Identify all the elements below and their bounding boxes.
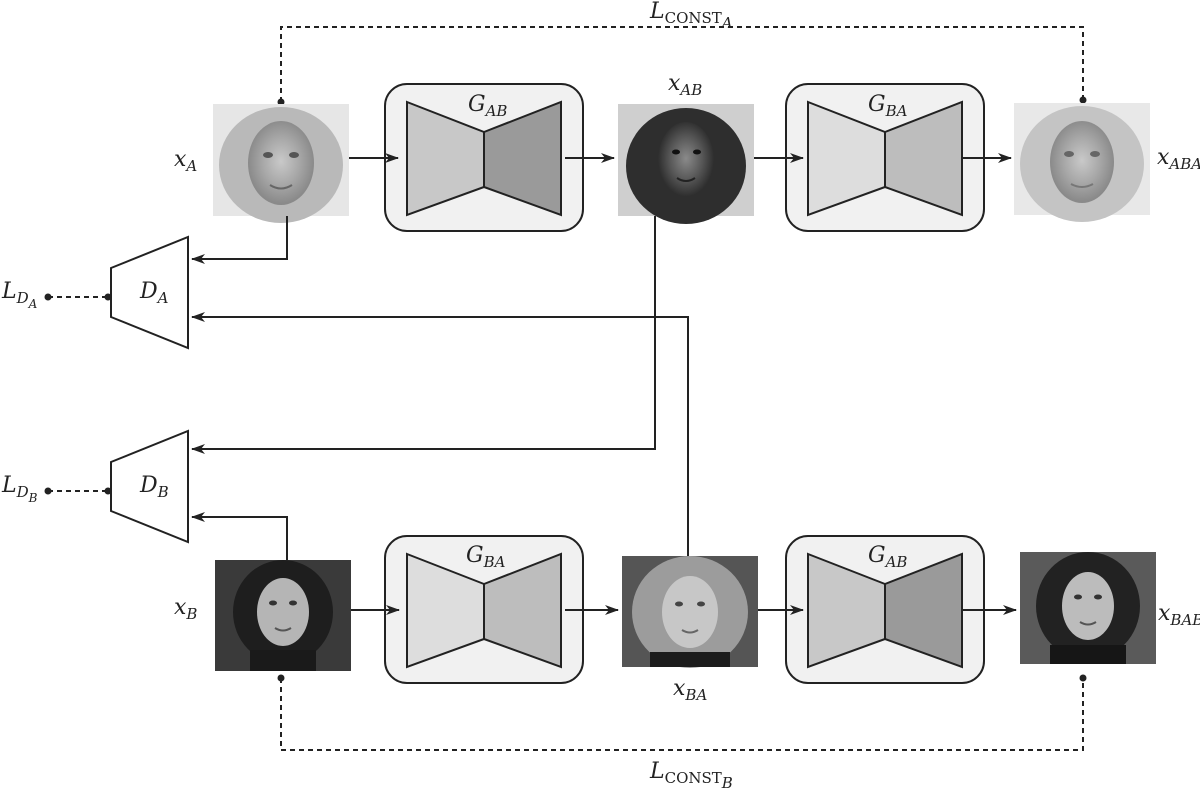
loss-const-a-main: L	[649, 0, 665, 24]
loss-const-b-sub: CONST	[665, 769, 722, 787]
const-b-endpoint-right	[1079, 674, 1087, 682]
generator-ab-bottom: GAB	[785, 535, 985, 684]
discriminator-b: DB	[110, 429, 189, 544]
generator-ba-bottom: GBA	[384, 535, 584, 684]
label-x-ab: xAB	[668, 71, 702, 99]
arrow-xa-to-da	[191, 216, 288, 264]
loss-const-a-label: LCONSTA	[649, 0, 733, 32]
discriminator-a: DA	[110, 235, 189, 350]
const-a-endpoint-right	[1079, 96, 1087, 104]
generator-ba-top-label: GBA	[868, 92, 908, 120]
generator-ba-top: GBA	[785, 83, 985, 232]
arrow-xb-to-db	[191, 512, 288, 560]
label-x-bab: xBAB	[1158, 601, 1200, 629]
const-b-dashed-path	[280, 678, 1084, 751]
loss-d-a-endpoint-left	[44, 293, 52, 301]
generator-ab-top-label: GAB	[468, 92, 507, 120]
loss-const-a-subsub: A	[720, 14, 733, 32]
loss-d-a-label: LDA	[1, 279, 38, 311]
loss-d-b-endpoint-right	[104, 487, 112, 495]
loss-const-b-subsub: B	[721, 774, 733, 789]
arrow-xab-to-db	[191, 216, 656, 454]
const-a-dashed-path	[280, 26, 1084, 102]
image-x-bab	[1020, 552, 1156, 664]
label-x-ba: xBA	[673, 676, 707, 704]
loss-d-a-endpoint-right	[104, 293, 112, 301]
image-x-aba	[1014, 103, 1150, 222]
discriminator-b-label: DB	[139, 473, 169, 501]
loss-d-b-label: LDB	[1, 473, 38, 505]
const-a-endpoint-left	[277, 98, 285, 106]
loss-d-b-endpoint-left	[44, 487, 52, 495]
label-x-b: xB	[174, 595, 197, 623]
arrow-xba-to-da	[191, 312, 689, 556]
image-x-ba	[622, 556, 758, 668]
discriminator-a-label: DA	[139, 279, 169, 307]
image-x-ab	[618, 104, 754, 224]
generator-ba-bottom-label: GBA	[466, 543, 506, 571]
loss-const-b-label: LCONSTB	[649, 759, 733, 789]
const-b-endpoint-left	[277, 674, 285, 682]
generator-ab-bottom-label: GAB	[868, 543, 907, 571]
generator-ab-top: GAB	[384, 83, 584, 232]
label-x-aba: xABA	[1157, 145, 1200, 173]
image-x-a	[213, 104, 349, 223]
label-x-a: xA	[174, 147, 197, 175]
loss-const-a-sub: CONST	[665, 9, 722, 27]
image-x-b	[215, 560, 351, 671]
loss-const-b-main: L	[649, 759, 665, 784]
